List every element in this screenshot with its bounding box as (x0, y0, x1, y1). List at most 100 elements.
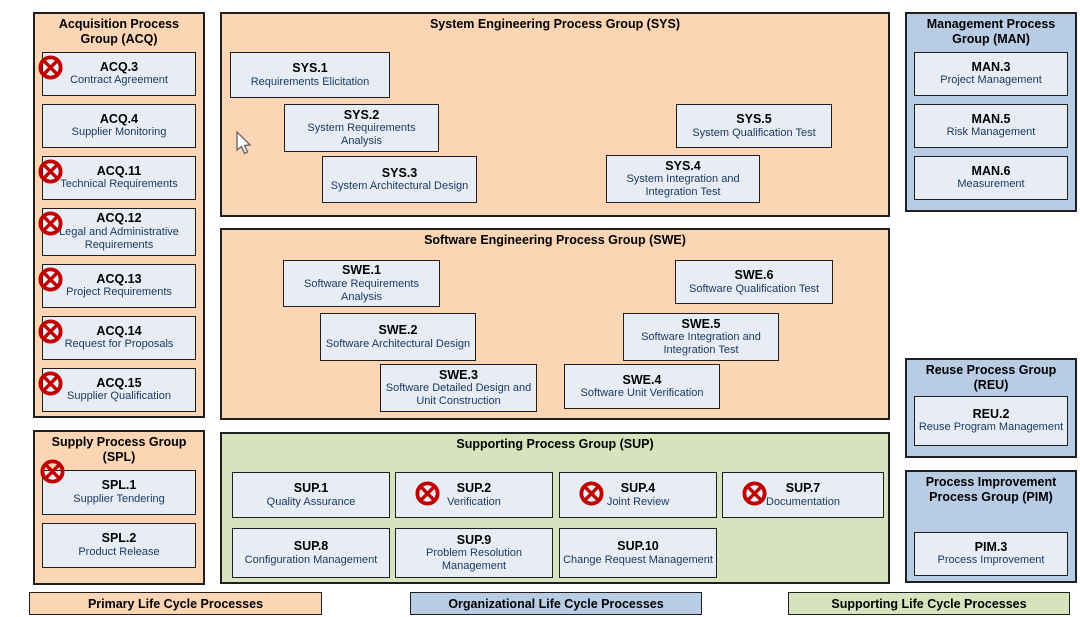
process-name: Supplier Tendering (73, 492, 165, 505)
legend-supporting-life-cycle: Supporting Life Cycle Processes (788, 592, 1070, 615)
process-name: Software Architectural Design (325, 337, 471, 350)
process-id: ACQ.15 (96, 375, 142, 390)
process-id: MAN.5 (971, 111, 1011, 126)
process-name: Supplier Qualification (67, 390, 171, 403)
process-name: System Integration and Integration Test (626, 173, 740, 199)
process-id: SWE.6 (734, 268, 774, 283)
process-id: SWE.3 (439, 367, 478, 382)
process-id: SPL.2 (101, 531, 137, 546)
process-id: SYS.1 (292, 61, 328, 76)
crossed-out-circle-icon (578, 480, 605, 507)
process-name: Software Qualification Test (688, 282, 820, 295)
process-id: SUP.2 (456, 481, 492, 496)
group-title-sup: Supporting Process Group (SUP) (456, 437, 654, 451)
process-id: SWE.1 (342, 263, 381, 278)
process-id: SUP.9 (456, 532, 492, 547)
process-name: Configuration Management (244, 553, 378, 566)
legend-primary-life-cycle: Primary Life Cycle Processes (29, 592, 322, 615)
process-name: Problem Resolution Management (426, 547, 522, 573)
process-id: MAN.3 (971, 59, 1011, 74)
process-id: REU.2 (972, 406, 1010, 421)
process-name: Reuse Program Management (918, 421, 1064, 434)
process-id: ACQ.12 (96, 211, 142, 226)
process-id: MAN.6 (971, 163, 1011, 178)
crossed-out-circle-icon (741, 480, 768, 507)
process-id: SYS.2 (343, 107, 380, 122)
process-id: SYS.3 (381, 165, 418, 180)
process-name: Legal and Administrative Requirements (59, 225, 179, 251)
process-name: Verification (447, 495, 501, 508)
crossed-out-circle-icon (37, 318, 64, 345)
process-name: System Requirements Analysis (307, 122, 416, 148)
process-name: Requirements Elicitation (250, 75, 370, 88)
process-name: Quality Assurance (266, 495, 356, 508)
panel-process-improvement-group: Process Improvement Process Group (PIM) … (905, 470, 1077, 583)
process-id: SWE.4 (622, 372, 662, 387)
crossed-out-circle-icon (37, 54, 64, 81)
mouse-pointer-icon (234, 130, 253, 162)
group-title-swe: Software Engineering Process Group (SWE) (424, 233, 686, 247)
process-name: Software Unit Verification (580, 387, 704, 400)
process-id: ACQ.4 (99, 111, 139, 126)
process-name: Project Requirements (66, 286, 172, 299)
process-name: Request for Proposals (64, 338, 174, 351)
process-id: SYS.4 (665, 158, 701, 173)
process-name: Software Integration and Integration Tes… (641, 331, 761, 357)
process-name: Risk Management (946, 126, 1036, 139)
process-name: Software Requirements Analysis (304, 277, 419, 303)
process-name: Technical Requirements (60, 178, 178, 191)
process-name: Project Management (940, 74, 1042, 87)
process-name: Measurement (957, 178, 1025, 191)
process-name: Process Improvement (937, 554, 1045, 567)
process-name: System Architectural Design (330, 180, 469, 193)
process-name: System Qualification Test (692, 126, 816, 139)
panel-system-engineering-group: System Engineering Process Group (SYS) S… (220, 12, 890, 217)
crossed-out-circle-icon (414, 480, 441, 507)
process-name: Change Request Management (563, 553, 713, 566)
crossed-out-circle-icon (37, 370, 64, 397)
process-id: ACQ.3 (99, 59, 139, 74)
group-title-man: Management Process Group (MAN) (926, 17, 1056, 47)
process-id: SUP.8 (293, 539, 329, 554)
group-title-spl: Supply Process Group (SPL) (51, 435, 187, 465)
process-id: SUP.10 (617, 539, 659, 554)
group-title-sys: System Engineering Process Group (SYS) (429, 17, 681, 31)
process-id: SYS.5 (736, 112, 772, 127)
panel-software-engineering-group: Software Engineering Process Group (SWE)… (220, 228, 890, 420)
process-name: Supplier Monitoring (71, 126, 167, 139)
